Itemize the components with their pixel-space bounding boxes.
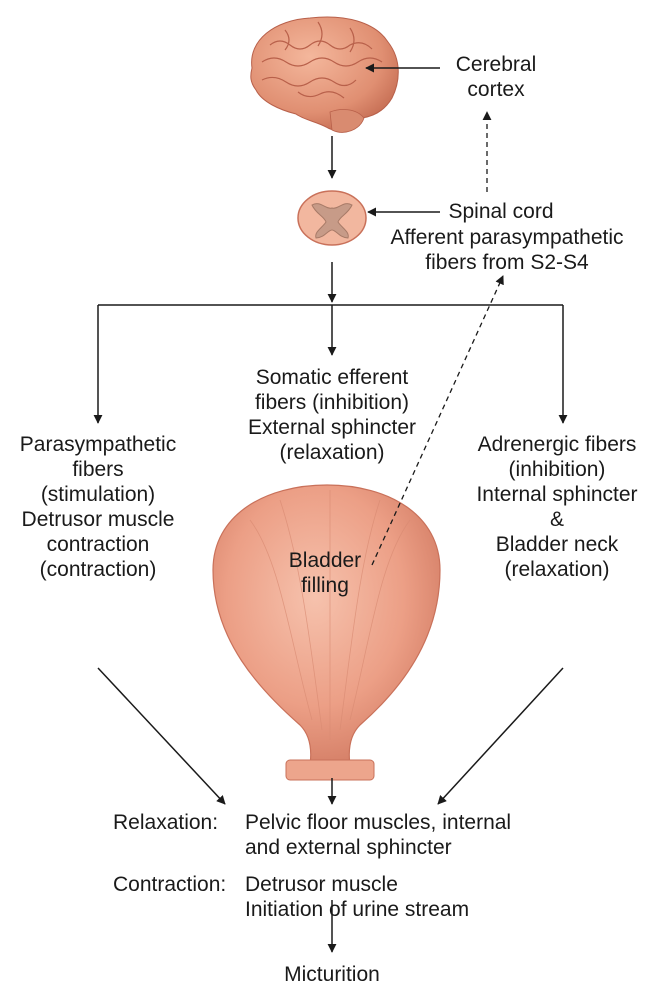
afferent-fibers-label: Afferent parasympathetic fibers from S2-… [372, 225, 642, 275]
relaxation-value: Pelvic floor muscles, internal and exter… [245, 810, 511, 860]
relaxation-key: Relaxation: [113, 810, 218, 835]
contraction-key: Contraction: [113, 872, 226, 897]
spinal-cord-section-icon [298, 191, 366, 245]
contraction-value: Detrusor muscle Initiation of urine stre… [245, 872, 469, 922]
bladder-icon [213, 485, 440, 780]
parasympathetic-fibers-label: Parasympathetic fibers (stimulation) Det… [0, 432, 196, 582]
micturition-label: Micturition [262, 962, 402, 987]
adrenergic-fibers-label: Adrenergic fibers (inhibition) Internal … [462, 432, 652, 582]
arrow-parasympathetic-to-relaxation [98, 668, 225, 804]
spinal-cord-label: Spinal cord [446, 199, 556, 224]
arrow-adrenergic-to-relaxation [438, 668, 563, 804]
somatic-efferent-label: Somatic efferent fibers (inhibition) Ext… [232, 365, 432, 465]
brain-icon [251, 17, 398, 132]
cerebral-cortex-label: Cerebral cortex [440, 52, 552, 102]
bladder-filling-label: Bladder filling [270, 548, 380, 598]
